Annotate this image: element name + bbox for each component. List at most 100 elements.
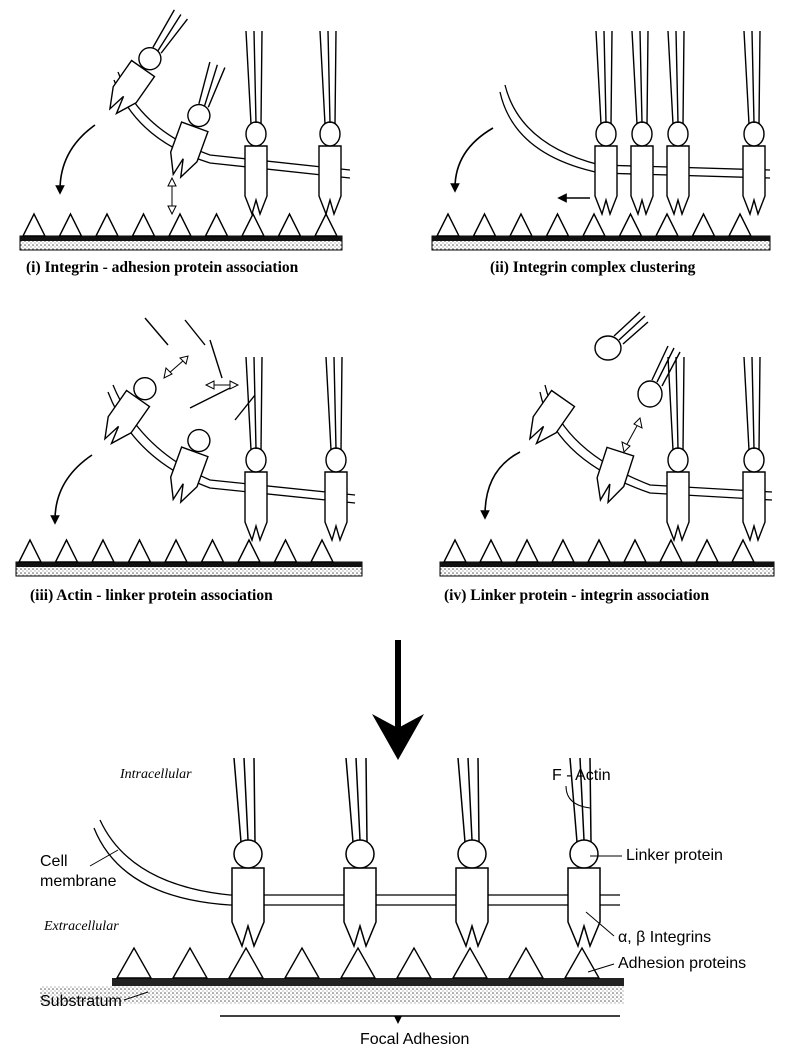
integrin-unbound (528, 389, 576, 445)
cell-membrane (499, 84, 771, 179)
adhesion-proteins-label: Adhesion proteins (618, 955, 746, 972)
cell-membrane-label-line1: Cell (40, 853, 68, 870)
adhesion-protein (730, 538, 756, 563)
adhesion-protein (240, 212, 266, 237)
adhesion-protein (313, 212, 339, 237)
process-arrow (372, 640, 424, 760)
panel-iv-caption: (iv) Linker protein - integrin associati… (444, 587, 709, 604)
integrin-complex (244, 30, 268, 217)
adhesion-protein (622, 538, 648, 563)
focal-adhesion-panel: Intracellular Extracellular F - Actin Ce… (40, 757, 746, 1048)
adhesion-protein (273, 538, 298, 563)
curved-arrow (55, 124, 96, 195)
cell-membrane-leader (89, 849, 119, 867)
adhesion-protein (283, 946, 321, 979)
adhesion-protein (17, 538, 43, 563)
integrin-complex (318, 30, 342, 217)
panel-iii-caption: (iii) Actin - linker protein association (30, 587, 273, 604)
substratum-label: Substratum (40, 993, 122, 1010)
panel-iii: (iii) Actin - linker protein association (15, 317, 363, 604)
extracellular-label: Extracellular (43, 919, 119, 934)
integrin-complex (324, 356, 348, 543)
curved-arrow (450, 127, 494, 193)
panel-i-caption: (i) Integrin - adhesion protein associat… (26, 259, 299, 276)
substratum-bar (112, 978, 624, 988)
double-arrow (167, 176, 177, 216)
adhesion-protein (514, 538, 540, 563)
integrin-unbound (169, 61, 226, 179)
adhesion-protein (339, 946, 377, 979)
actin-fragments (144, 317, 256, 421)
adhesion-protein (167, 212, 193, 237)
adhesion-proteins-row (115, 946, 601, 979)
adhesion-protein (200, 538, 225, 563)
integrin-complex (231, 757, 265, 949)
adhesion-protein (658, 538, 684, 563)
adhesion-protein (691, 212, 716, 237)
adhesion-protein (131, 212, 156, 237)
adhesion-protein (545, 212, 570, 237)
cell-membrane-label-line2: membrane (40, 873, 117, 890)
panel-ii-caption: (ii) Integrin complex clustering (490, 259, 696, 276)
integrin-complex (594, 30, 618, 217)
double-arrow (621, 416, 643, 454)
adhesion-protein (435, 212, 461, 237)
adhesion-protein (654, 212, 680, 237)
adhesion-protein (236, 538, 262, 563)
adhesion-protein (163, 538, 189, 563)
linker-protein-label: Linker protein (626, 847, 723, 864)
integrin-complex (742, 356, 766, 543)
integrin-unbound (108, 9, 188, 115)
integrins-label: α, β Integrins (618, 929, 711, 946)
adhesion-protein (550, 538, 576, 563)
adhesion-protein (442, 538, 468, 563)
integrin-complex (666, 356, 690, 543)
adhesion-protein (127, 538, 152, 563)
intracellular-label: Intracellular (119, 767, 192, 782)
adhesion-protein (277, 212, 302, 237)
integrin-complex (455, 757, 489, 949)
adhesion-protein (472, 212, 497, 237)
adhesion-protein (309, 538, 335, 563)
integrin-unbound (103, 377, 157, 445)
linker-actin-free (594, 311, 681, 408)
adhesion-protein (21, 212, 47, 237)
adhesion-protein (694, 538, 720, 563)
adhesion-proteins-row (21, 212, 339, 237)
adhesion-protein (508, 212, 534, 237)
substratum-leader (123, 991, 149, 1001)
focal-adhesion-bracket (220, 1015, 620, 1024)
integrin-complex (343, 757, 377, 949)
adhesion-proteins-row (442, 538, 756, 563)
adhesion-protein (395, 946, 433, 979)
adhesion-protein (727, 212, 753, 237)
integrin-unbound (596, 446, 635, 505)
f-actin-leader (565, 785, 591, 809)
integrin-complex (567, 757, 601, 949)
adhesion-proteins-row (17, 538, 335, 563)
adhesion-proteins-row (435, 212, 753, 237)
cell-membrane (93, 819, 620, 906)
adhesion-protein (451, 946, 489, 979)
integrin-complex (742, 30, 766, 217)
adhesion-protein (586, 538, 612, 563)
adhesion-proteins-leader (587, 963, 615, 973)
adhesion-protein (204, 212, 229, 237)
f-actin-label: F - Actin (552, 767, 611, 784)
adhesion-protein (90, 538, 116, 563)
adhesion-protein (94, 212, 120, 237)
adhesion-protein (54, 538, 79, 563)
adhesion-protein (171, 946, 209, 979)
double-arrow (163, 355, 240, 390)
focal-adhesion-label: Focal Adhesion (360, 1031, 469, 1048)
adhesion-protein (581, 212, 607, 237)
substratum-dark-band (16, 562, 362, 567)
panel-iv: (iv) Linker protein - integrin associati… (439, 311, 775, 604)
adhesion-protein (618, 212, 643, 237)
curved-arrow (480, 451, 521, 520)
cell-membrane (113, 71, 351, 179)
integrin-complex (244, 356, 268, 543)
substratum-dark-band (440, 562, 774, 567)
integrin-complex (630, 30, 654, 217)
